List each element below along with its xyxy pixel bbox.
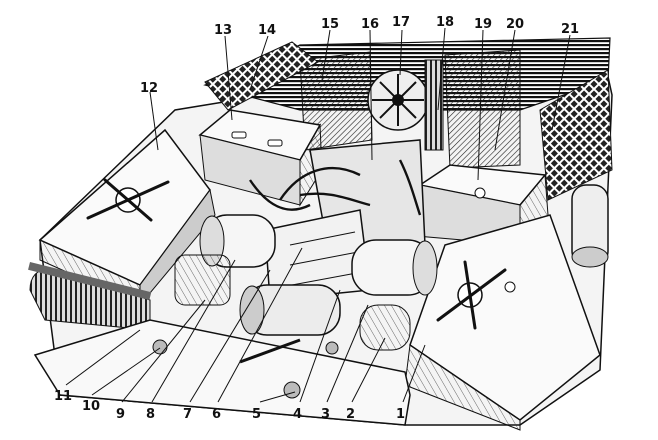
callout-1: 1	[396, 407, 405, 422]
callout-10: 10	[82, 399, 100, 414]
callout-16: 16	[361, 17, 379, 32]
callout-18: 18	[436, 15, 454, 30]
left-grille	[204, 41, 319, 111]
callout-2: 2	[346, 407, 355, 422]
callout-17: 17	[392, 15, 410, 30]
engine-block	[174, 139, 438, 351]
callout-6: 6	[212, 407, 221, 422]
generator-left	[199, 214, 276, 268]
right-grille	[539, 69, 613, 201]
upper-left-box	[198, 109, 323, 207]
callout-21: 21	[561, 22, 579, 37]
callout-3: 3	[321, 407, 330, 422]
callout-9: 9	[116, 407, 125, 422]
callout-5: 5	[252, 407, 261, 422]
callout-4: 4	[293, 407, 302, 422]
callout-12: 12	[140, 81, 158, 96]
callout-20: 20	[506, 17, 524, 32]
callout-8: 8	[146, 407, 155, 422]
callouts: 1 2 3 4 5 6 7 8 9 10 11 12 13 14 15 16 1…	[54, 15, 579, 422]
generator-bottom	[239, 284, 341, 336]
right-tank	[404, 214, 601, 431]
callout-15: 15	[321, 17, 339, 32]
callout-11: 11	[54, 389, 72, 404]
callout-19: 19	[474, 17, 492, 32]
left-track	[28, 262, 152, 331]
callout-7: 7	[183, 407, 192, 422]
generator-right	[351, 239, 438, 296]
leader-lines	[65, 27, 571, 403]
right-cylinder	[571, 184, 609, 268]
callout-14: 14	[258, 23, 276, 38]
callout-13: 13	[214, 23, 232, 38]
